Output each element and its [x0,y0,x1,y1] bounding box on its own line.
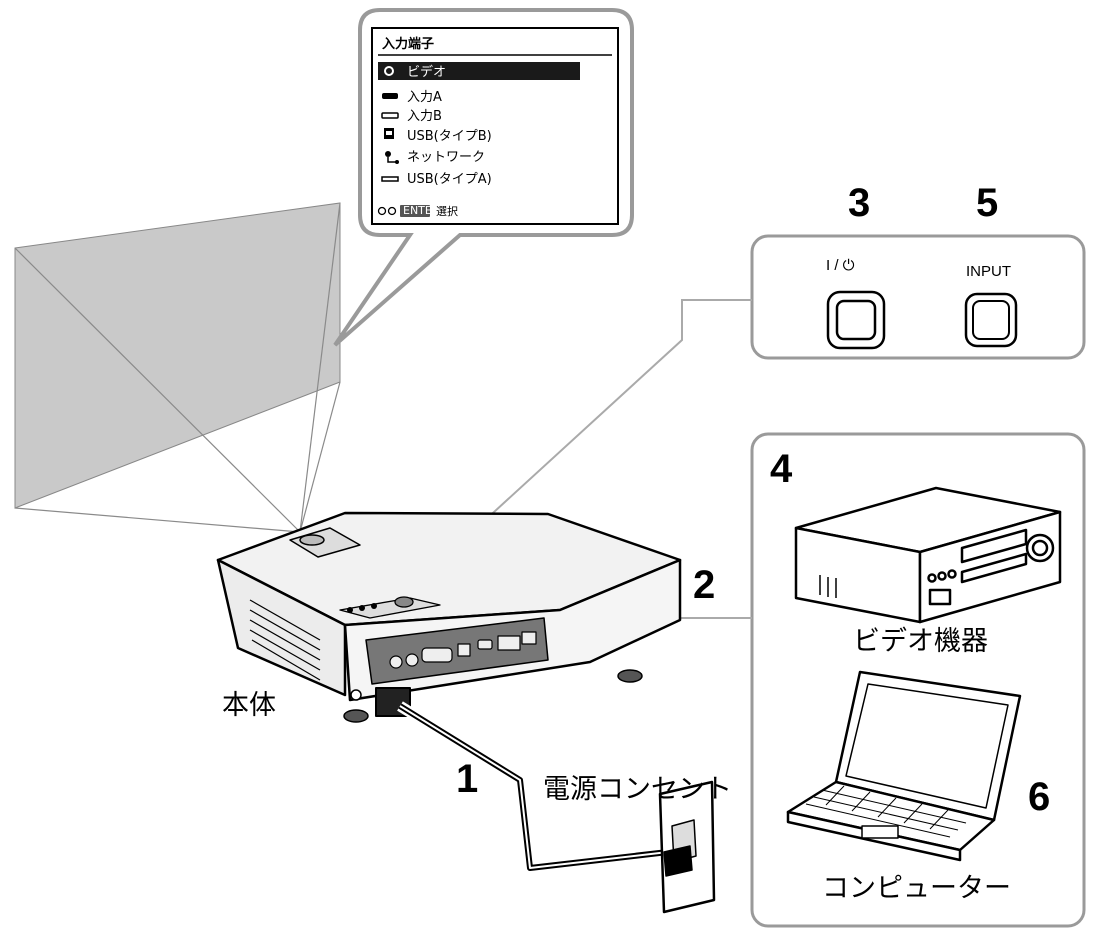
video-jack-icon [384,66,394,76]
projection-screen [14,202,341,533]
power-cable [397,701,669,874]
power-button[interactable] [826,290,886,350]
menu-item-video: ビデオ [407,64,446,80]
step-number-5: 5 [976,181,998,225]
menu-item-usb-a: USB(タイプA) [407,172,492,187]
projector-illustration [216,511,682,723]
menu-highlight [378,62,580,80]
vga-port-icon [382,93,398,99]
step-number-3: 3 [848,181,870,225]
menu-item-usb-b: USB(タイプB) [407,129,492,144]
step-number-1: 1 [456,757,478,801]
outlet-label: 電源コンセント [543,774,732,805]
step-number-4: 4 [770,447,793,491]
enter-key-label: ENTER [403,204,440,217]
menu-footer-arrows-icon [377,206,397,216]
menu-item-input-b: 入力B [407,109,442,124]
menu-item-input-a: 入力A [407,90,442,105]
video-device-label: ビデオ機器 [853,626,988,657]
input-label: INPUT [966,263,1011,280]
step-number-6: 6 [1028,775,1050,819]
network-icon [385,151,399,164]
usb-a-icon [381,176,399,182]
computer-illustration [786,670,1022,862]
computer-label: コンピューター [822,873,1011,904]
menu-item-network: ネットワーク [407,150,485,165]
menu-footer-text: 選択 [436,204,458,218]
panel-leader-line [399,299,752,599]
input-menu-callout: 入力端子 ビデオ 入力A 入力B USB(タイプB) ネットワーク USB(タイ… [333,8,634,347]
wall-outlet-illustration [658,780,716,914]
input-button[interactable] [964,292,1018,348]
step-number-2: 2 [693,563,715,607]
video-device-illustration [794,486,1062,624]
main-unit-label: 本体 [222,690,276,721]
enter-key-icon [400,205,430,217]
menu-title: 入力端子 [382,36,434,52]
hdmi-port-icon [381,112,399,119]
control-panel-zoom: I / ⏻ INPUT [750,234,1086,360]
power-label: I / ⏻ [826,257,855,274]
